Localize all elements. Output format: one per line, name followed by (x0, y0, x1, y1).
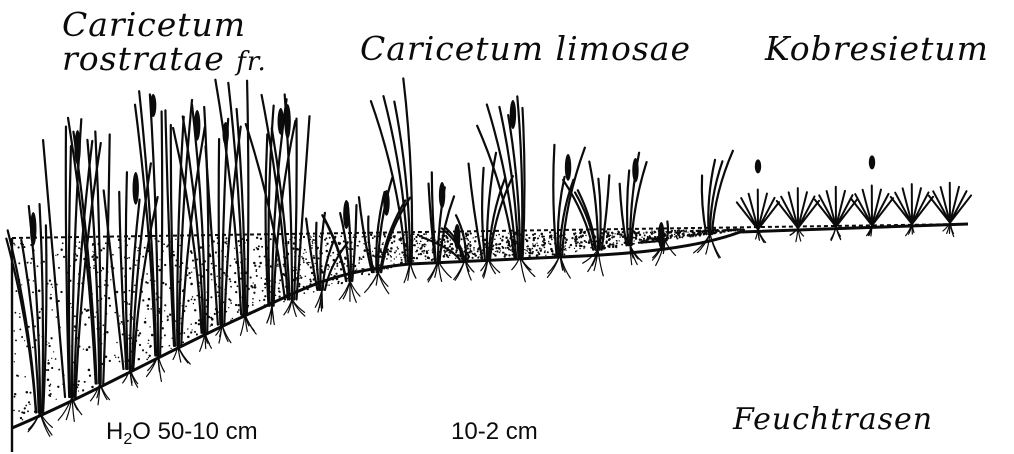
rostratae-text: rostratae (62, 39, 225, 78)
caricetum-rostratae-line1: Caricetum (62, 8, 267, 42)
fr-abbrev: fr. (236, 47, 266, 77)
water-depth-shallow-label: 10-2 cm (451, 419, 538, 445)
depth-deep-value: 50-10 cm (158, 418, 258, 445)
kobresietum-label: Kobresietum (765, 32, 989, 66)
water-o: O (132, 418, 151, 445)
water-subscript: 2 (123, 431, 132, 448)
feuchtrasen-label: Feuchtrasen (733, 403, 933, 437)
water-h: H (106, 418, 123, 445)
water-depth-deep-label: H2O 50-10 cm (106, 419, 258, 453)
caricetum-rostratae-line2: rostratae fr. (62, 42, 267, 79)
sedge-plants (6, 78, 971, 436)
caricetum-rostratae-label: Caricetum rostratae fr. (62, 8, 267, 79)
caricetum-limosae-label: Caricetum limosae (360, 32, 691, 66)
